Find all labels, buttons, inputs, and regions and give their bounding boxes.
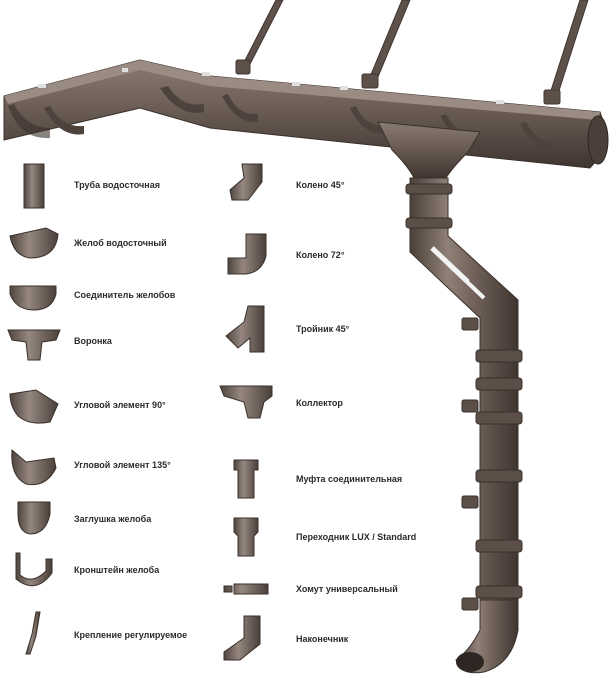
outlet-elbow-icon (218, 614, 274, 671)
corner-135-icon (6, 440, 62, 497)
component-label-right-2: Колено 72° (296, 250, 345, 260)
downpipe-icon (6, 160, 62, 217)
funnel-icon (6, 316, 62, 373)
component-label-right-4: Коллектор (296, 398, 343, 408)
roof-hanger-rods (235, 0, 589, 105)
downpipe (405, 177, 523, 674)
component-label-left-2: Желоб водосточный (74, 238, 167, 248)
tee-45-icon (218, 304, 274, 361)
gutter-icon (6, 218, 62, 275)
component-label-left-7: Заглушка желоба (74, 514, 152, 524)
gutter-connector-icon (6, 270, 62, 327)
elbow-45-icon (218, 160, 274, 217)
component-label-left-1: Труба водосточная (74, 180, 160, 190)
component-label-left-9: Крепление регулируемое (74, 630, 188, 640)
component-label-right-5: Муфта соединительная (296, 474, 403, 484)
gutter-run (3, 59, 609, 169)
component-label-right-7: Хомут универсальный (296, 584, 398, 594)
component-label-right-8: Наконечник (296, 634, 349, 644)
component-label-left-4: Воронка (74, 336, 112, 346)
component-label-left-3: Соединитель желобов (74, 290, 176, 300)
pipe-clamp-icon (218, 564, 274, 621)
gutter-end-cap-icon (6, 494, 62, 551)
adjustable-mount-icon (6, 610, 62, 667)
coupling-icon (218, 454, 274, 511)
collector-icon (218, 378, 274, 435)
gutter-bracket-icon (6, 545, 62, 602)
component-label-right-3: Тройник 45° (296, 324, 350, 334)
component-label-right-1: Колено 45° (296, 180, 345, 190)
component-label-left-6: Угловой элемент 135° (74, 460, 171, 470)
component-label-right-6: Переходник LUX / Standard (296, 532, 417, 542)
corner-90-icon (6, 380, 62, 437)
elbow-72-icon (218, 230, 274, 287)
adapter-icon (218, 512, 274, 569)
component-label-left-8: Кронштейн желоба (74, 565, 160, 575)
component-label-left-5: Угловой элемент 90° (74, 400, 166, 410)
funnel-outlet (377, 121, 481, 179)
